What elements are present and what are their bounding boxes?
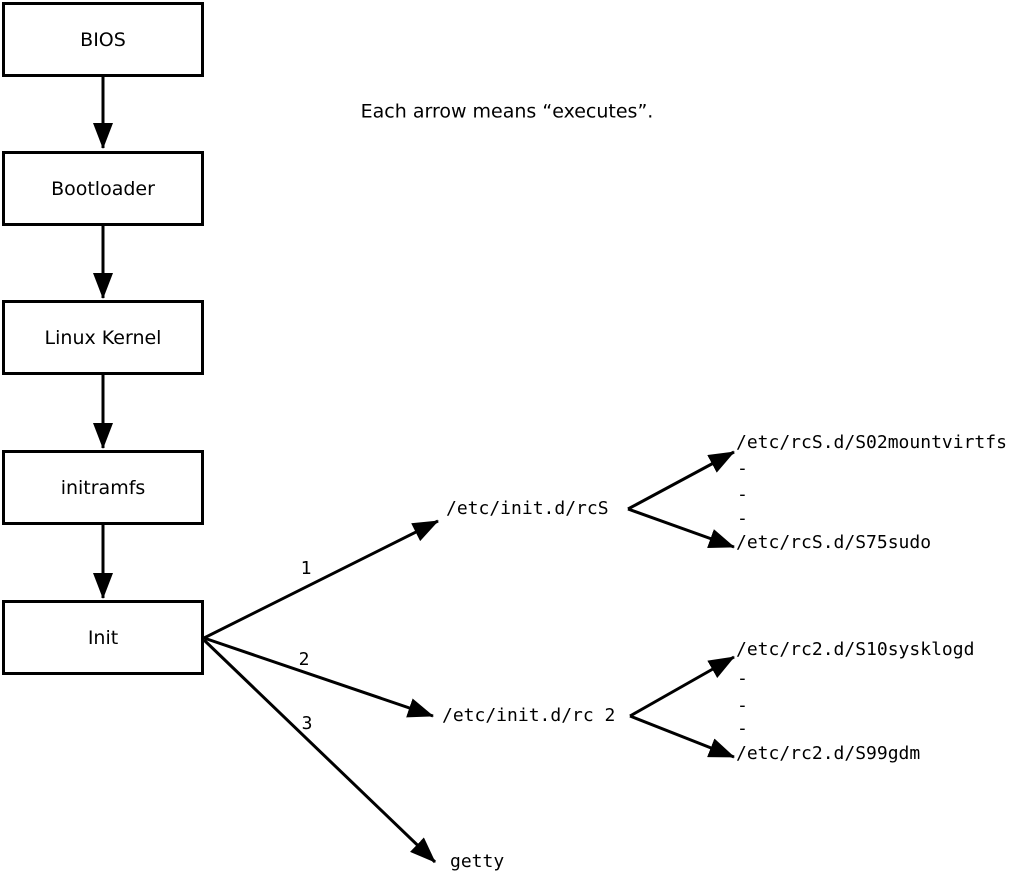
node-initramfs: initramfs xyxy=(2,450,204,525)
node-bootloader-label: Bootloader xyxy=(51,177,155,200)
rc2-child-ellipsis-1: - xyxy=(737,668,748,689)
arrow-rcS-to-S02mountvirtfs xyxy=(627,450,735,511)
rcS-child-S02mountvirtfs: /etc/rcS.d/S02mountvirtfs xyxy=(736,432,1007,453)
target-rc2: /etc/init.d/rc 2 xyxy=(442,705,616,726)
node-init-label: Init xyxy=(87,626,119,649)
node-bootloader: Bootloader xyxy=(2,151,204,226)
node-bios-label: BIOS xyxy=(80,28,126,51)
arrow-init-to-rcS xyxy=(203,519,439,640)
caption: Each arrow means “executes”. xyxy=(360,100,654,123)
branch-number-2: 2 xyxy=(298,649,310,670)
arrow-rcS-to-S75sudo xyxy=(627,507,735,549)
rc2-child-ellipsis-3: - xyxy=(737,718,748,739)
rcS-child-ellipsis-2: - xyxy=(737,484,748,505)
arrow-rc2-to-S99gdm xyxy=(629,714,735,759)
node-bios: BIOS xyxy=(2,2,204,77)
arrow-init-to-rc2 xyxy=(203,636,434,718)
node-linux-kernel-label: Linux Kernel xyxy=(44,326,162,349)
rcS-child-ellipsis-3: - xyxy=(737,508,748,529)
branch-number-1: 1 xyxy=(300,558,312,579)
rcS-child-ellipsis-1: - xyxy=(737,458,748,479)
branch-number-3: 3 xyxy=(301,713,313,734)
rc2-child-S10sysklogd: /etc/rc2.d/S10sysklogd xyxy=(736,639,975,660)
rcS-child-S75sudo: /etc/rcS.d/S75sudo xyxy=(736,532,932,553)
rc2-child-S99gdm: /etc/rc2.d/S99gdm xyxy=(736,743,921,764)
target-rcS: /etc/init.d/rcS xyxy=(446,498,609,519)
arrow-init-to-getty xyxy=(202,638,437,864)
arrow-rc2-to-S10sysklogd xyxy=(629,655,735,718)
node-linux-kernel: Linux Kernel xyxy=(2,300,204,375)
node-init: Init xyxy=(2,600,204,675)
rc2-child-ellipsis-2: - xyxy=(737,695,748,716)
node-initramfs-label: initramfs xyxy=(60,476,146,499)
target-getty: getty xyxy=(450,851,505,872)
